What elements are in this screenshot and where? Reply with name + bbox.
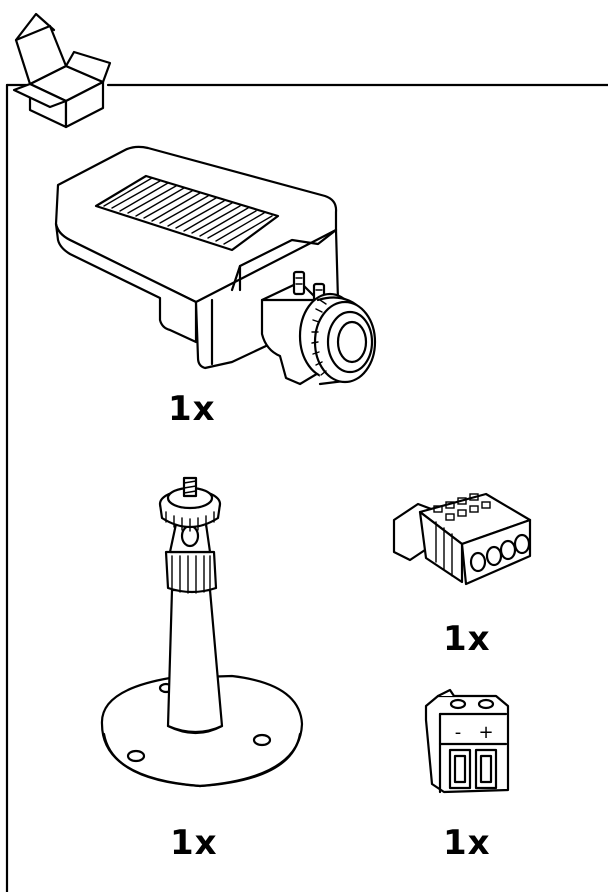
four-pin-terminal-block-icon [392,492,532,586]
connector-4pin-quantity-label: 1x [443,619,491,659]
camera-quantity-label: 1x [168,389,216,429]
open-box-icon [12,12,112,129]
connector-2pin-quantity-label: 1x [443,823,491,863]
two-pin-terminal-block-icon: - + [424,688,510,794]
stand-quantity-label: 1x [170,823,218,863]
minus-polarity-label: - [455,722,462,743]
camera-stand-icon [100,476,304,788]
plus-polarity-label: + [478,722,493,743]
box-camera-icon [54,145,377,386]
